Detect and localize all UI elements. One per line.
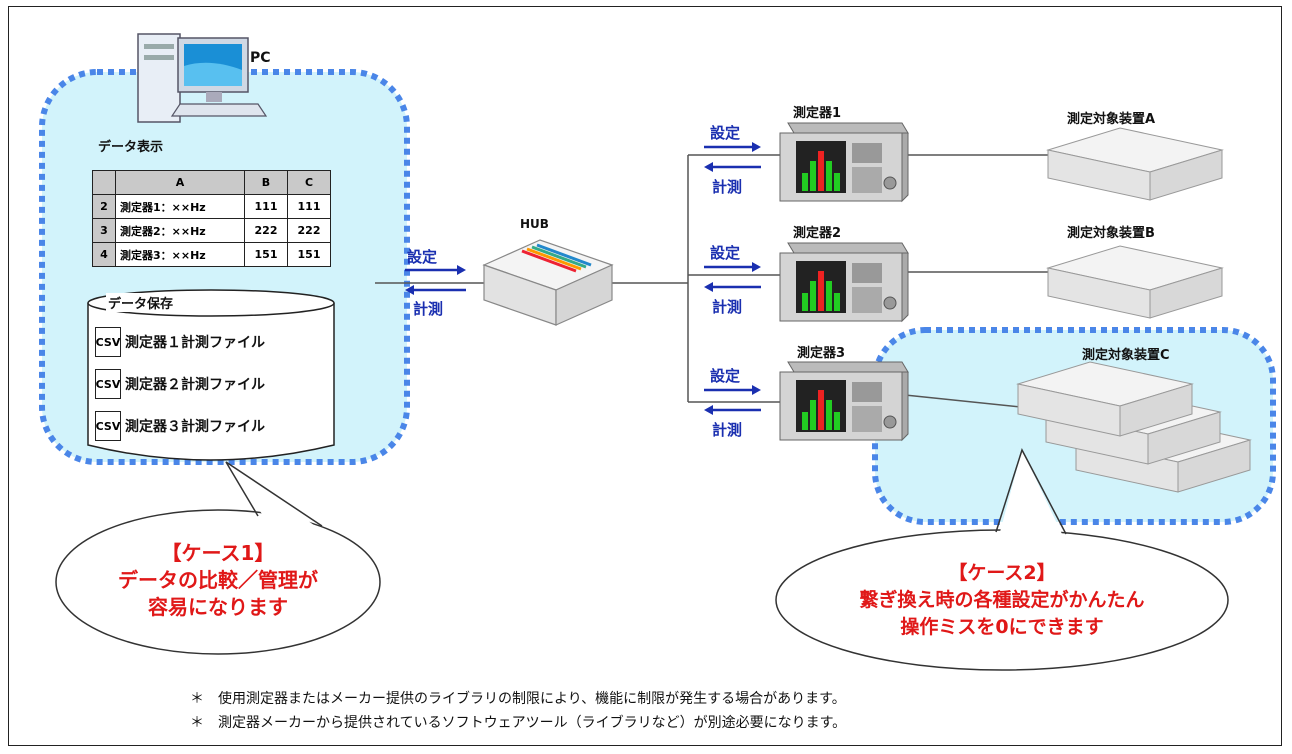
case1-line: データの比較／管理が: [118, 568, 318, 592]
csv-file-icon: CSV: [95, 327, 121, 357]
instrument-label: 測定器1: [793, 106, 842, 121]
table-row: 3 測定器2：××Hz 222 222: [92, 218, 331, 243]
data-display-title: データ表示: [98, 140, 164, 155]
table-cell: 111: [287, 194, 331, 219]
csv-file-item: CSV 測定器２計測ファイル: [95, 369, 265, 399]
hub-icon: [482, 239, 614, 326]
table-cell: 測定器3：××Hz: [115, 242, 245, 267]
table-cell: 3: [92, 218, 116, 243]
table-header-cell: [92, 170, 116, 195]
instrument-1-icon: [779, 122, 909, 203]
table-header-cell: A: [115, 170, 245, 195]
case2-text: 【ケース2】 繋ぎ換え時の各種設定がかんたん 操作ミスを0にできます: [790, 560, 1214, 641]
instrument-2-icon: [779, 242, 909, 323]
table-cell: 222: [244, 218, 288, 243]
csv-file-item: CSV 測定器１計測ファイル: [95, 327, 265, 357]
csv-file-icon: CSV: [95, 411, 121, 441]
table-cell: 151: [287, 242, 331, 267]
case1-text: 【ケース1】 データの比較／管理が 容易になります: [60, 540, 376, 621]
table-cell: 測定器1：××Hz: [115, 194, 245, 219]
case2-line: 繋ぎ換え時の各種設定がかんたん: [859, 589, 1145, 611]
set-label: 設定: [710, 244, 741, 262]
measure-label: 計測: [712, 178, 743, 196]
measure-label: 計測: [712, 421, 743, 439]
instrument-label: 測定器3: [797, 346, 846, 361]
table-row: 2 測定器1：××Hz 111 111: [92, 194, 331, 219]
case2-bubble: [775, 448, 1229, 671]
table-row: 4 測定器3：××Hz 151 151: [92, 242, 331, 267]
case1-line: 容易になります: [148, 595, 288, 619]
case2-title: 【ケース2】: [948, 562, 1056, 584]
measure-label: 計測: [712, 298, 743, 316]
set-label: 設定: [407, 248, 438, 266]
data-storage-title: データ保存: [106, 293, 176, 312]
network-lines: [375, 154, 1050, 409]
arrows: [405, 142, 761, 415]
csv-file-icon: CSV: [95, 369, 121, 399]
table-cell: 111: [244, 194, 288, 219]
case1-title: 【ケース1】: [161, 541, 275, 565]
table-header-cell: B: [244, 170, 288, 195]
set-label: 設定: [710, 367, 741, 385]
pc-label: PC: [250, 50, 271, 66]
table-cell: 測定器2：××Hz: [115, 218, 245, 243]
table-cell: 4: [92, 242, 116, 267]
device-label: 測定対象装置B: [1067, 226, 1155, 241]
table-cell: 2: [92, 194, 116, 219]
instrument-3-icon: [779, 361, 909, 442]
table-header-row: A B C: [92, 170, 331, 195]
csv-file-item: CSV 測定器３計測ファイル: [95, 411, 265, 441]
footnote: ＊ 測定器メーカーから提供されているソフトウェアツール（ライブラリなど）が別途必…: [190, 715, 847, 731]
case1-bubble: [55, 461, 381, 655]
csv-file-label: 測定器２計測ファイル: [125, 377, 265, 393]
set-label: 設定: [710, 124, 741, 142]
pc-icon: [137, 33, 268, 123]
device-b-icon: [1046, 245, 1224, 319]
footnote: ＊ 使用測定器またはメーカー提供のライブラリの制限により、機能に制限が発生する場…: [190, 691, 846, 707]
device-c-stack-icon: [1016, 361, 1252, 493]
data-table: A B C 2 測定器1：××Hz 111 111 3 測定器2：××Hz 22…: [92, 170, 331, 267]
csv-file-label: 測定器１計測ファイル: [125, 335, 265, 351]
device-label: 測定対象装置C: [1082, 348, 1170, 363]
measure-label: 計測: [413, 300, 444, 318]
table-cell: 222: [287, 218, 331, 243]
device-a-icon: [1046, 127, 1224, 201]
csv-file-label: 測定器３計測ファイル: [125, 419, 265, 435]
table-header-cell: C: [287, 170, 331, 195]
device-label: 測定対象装置A: [1067, 112, 1156, 127]
hub-label: HUB: [520, 217, 549, 231]
case2-line: 操作ミスを0にできます: [900, 616, 1104, 638]
table-cell: 151: [244, 242, 288, 267]
instrument-label: 測定器2: [793, 226, 842, 241]
